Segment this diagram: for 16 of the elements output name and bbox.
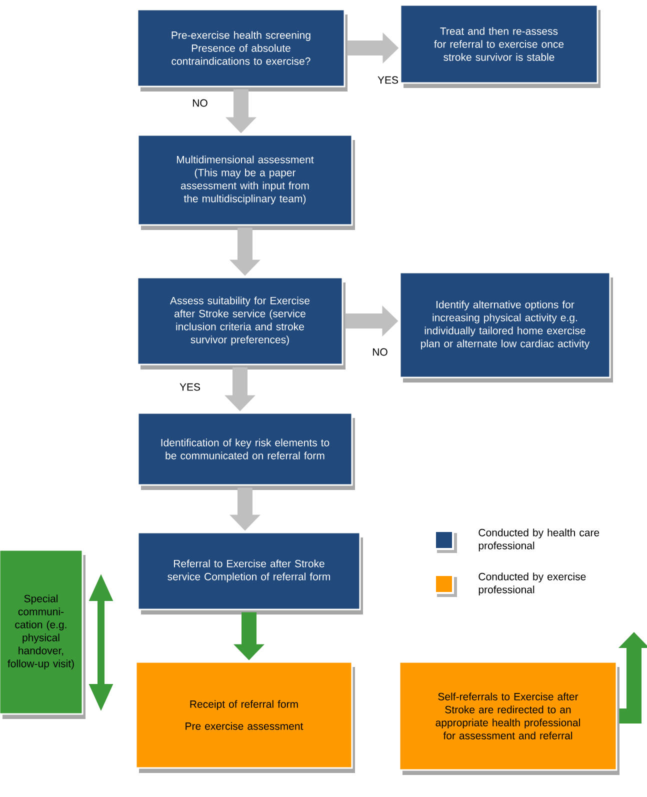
process-box: Identify alternative options for increasing physical activity e.g. individually tailored home exercise plan or alternate low cardiac activity <box>399 272 613 382</box>
process-box: Referral to Exercise after Stroke service Completion of referral form <box>137 532 363 614</box>
process-box: Assess suitability for Exercise after Stroke service (service inclusion criteria and stroke survivor preferences) <box>136 276 346 370</box>
process-box: Identification of key risk elements to be communicated on referral form <box>137 412 355 490</box>
edge-label: NO <box>371 347 389 357</box>
process-box: Treat and then re-assess for referral to exercise once stroke survivor is stable <box>400 4 600 88</box>
edge-label: NO <box>191 98 209 108</box>
process-box: Pre-exercise health screening Presence of absolute contraindications to exercise? <box>136 8 348 92</box>
edge-label: YES <box>376 75 400 85</box>
legend-text: Conducted by health care professional <box>478 528 600 552</box>
process-box: Receipt of referral form Pre exercise assessment <box>135 661 355 773</box>
process-box: Self-referrals to Exercise after Stroke are redirected to an appropriate health professional for assessment and referral <box>398 661 620 775</box>
note-box: Special communi- cation (e.g. physical handover, follow-up visit) <box>0 549 86 719</box>
edge-label: YES <box>178 382 202 392</box>
legend-text: Conducted by exercise professional <box>478 572 586 596</box>
process-box: Multidimensional assessment (This may be a paper assessment with input from the multidisciplinary team) <box>137 134 355 230</box>
